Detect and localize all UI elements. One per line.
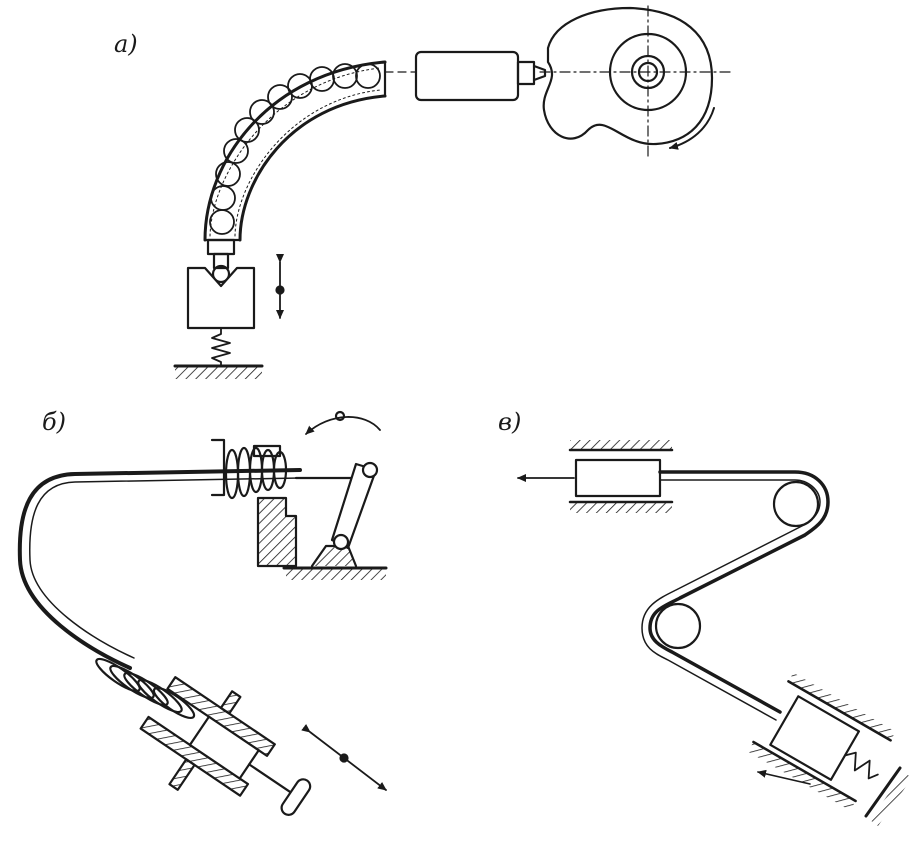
v-block-follower <box>186 266 256 330</box>
pusher-cylinder <box>384 50 547 102</box>
pivot-dot <box>334 410 346 422</box>
lower-slider <box>747 672 896 811</box>
panel-c <box>517 440 912 826</box>
ground-a <box>173 364 264 379</box>
cable <box>648 470 830 714</box>
push-pull-arrow <box>301 723 387 791</box>
ball <box>332 63 358 89</box>
ball <box>209 209 235 235</box>
spring <box>211 327 231 367</box>
end-wall <box>864 766 912 826</box>
slide-arrow <box>757 769 811 785</box>
flexible-cable-inner <box>29 477 301 659</box>
ball <box>267 84 293 110</box>
panel-label-b: б) <box>42 408 67 436</box>
lower-pulley <box>654 602 702 650</box>
upper-pulley <box>772 480 820 528</box>
lever-linkage <box>294 461 379 551</box>
ball <box>210 185 236 211</box>
upper-guide <box>568 440 674 513</box>
ball <box>223 138 249 164</box>
ball <box>355 63 381 89</box>
panel-label-a: а) <box>114 30 138 58</box>
cable-inner <box>641 479 821 721</box>
ball <box>249 99 275 125</box>
cam <box>539 5 731 159</box>
lower-coil-sleeve <box>95 657 196 720</box>
ball <box>215 161 241 187</box>
lower-rod <box>206 238 236 284</box>
vertical-motion-arrow <box>275 254 285 319</box>
rotation-arrow <box>669 107 715 150</box>
flexible-cable <box>17 468 302 670</box>
ball <box>234 117 260 143</box>
upper-coil-sleeve <box>210 438 288 500</box>
stepped-support <box>256 496 388 580</box>
curved-ball-tube <box>203 60 387 242</box>
tube-balls <box>209 63 381 235</box>
swing-arrow <box>305 416 381 435</box>
panel-label-c: в) <box>498 408 522 436</box>
panel-b <box>17 410 388 816</box>
panel-a <box>173 5 731 379</box>
